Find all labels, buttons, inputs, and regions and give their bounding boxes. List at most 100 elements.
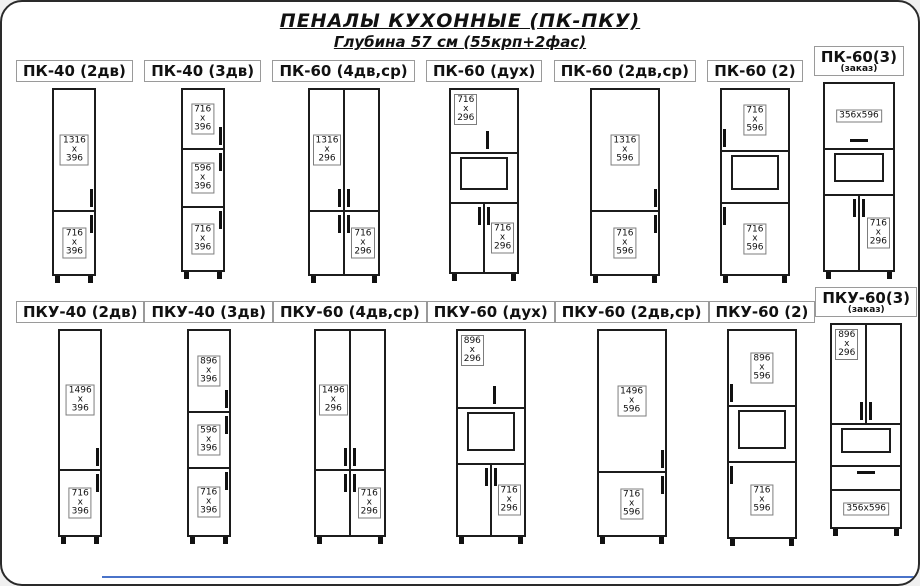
cabinet-foot bbox=[458, 537, 464, 544]
cabinet-foot bbox=[511, 274, 517, 281]
cabinet-label-text: ПК-60(3) bbox=[820, 48, 897, 66]
oven-niche bbox=[832, 425, 901, 467]
cabinet-foot bbox=[310, 276, 316, 283]
door-handle bbox=[493, 468, 497, 486]
dimension-label: 356x596 bbox=[836, 109, 882, 123]
door-handle bbox=[90, 215, 94, 233]
cabinet-label: ПК-60(3)(заказ) bbox=[813, 46, 904, 76]
cabinet-foot bbox=[833, 529, 839, 536]
niche-inner-wall bbox=[730, 155, 779, 190]
cabinet-label-text: ПКУ-60 (2дв,ср) bbox=[561, 303, 702, 321]
door-handle bbox=[852, 199, 856, 217]
cabinet-label: ПКУ-60 (2дв,ср) bbox=[554, 301, 709, 323]
cabinet-sublabel: (заказ) bbox=[847, 305, 885, 315]
door-handle bbox=[352, 474, 356, 492]
cabinet-foot bbox=[651, 276, 657, 283]
cabinet-label: ПК-60 (дух) bbox=[425, 60, 543, 82]
door-handle bbox=[96, 474, 100, 492]
oven-niche bbox=[824, 150, 893, 196]
cabinet-foot bbox=[371, 276, 377, 283]
niche-inner-wall bbox=[737, 410, 786, 449]
cabinet-foot bbox=[189, 537, 195, 544]
cabinet-foot bbox=[222, 537, 228, 544]
cabinet-foot bbox=[825, 272, 831, 279]
cabinet-foot bbox=[216, 272, 222, 279]
door-handle bbox=[218, 153, 222, 171]
door-handle bbox=[653, 215, 657, 233]
door-handle bbox=[96, 448, 100, 466]
cabinet-foot bbox=[729, 539, 735, 546]
cabinet-label-text: ПК-60 (дух) bbox=[432, 62, 536, 80]
cabinet-feet bbox=[592, 276, 657, 283]
cabinet-label: ПКУ-60 (2) bbox=[708, 301, 816, 323]
drawer-handle bbox=[849, 139, 868, 142]
niche-inner-wall bbox=[466, 412, 515, 451]
door-handle bbox=[346, 215, 350, 233]
cabinet-label-text: ПКУ-40 (2дв) bbox=[23, 303, 138, 321]
cabinet-foot bbox=[599, 537, 605, 544]
cabinet-foot bbox=[55, 276, 61, 283]
cabinet-label-text: ПКУ-60 (4дв,ср) bbox=[279, 303, 420, 321]
door-handle bbox=[218, 127, 222, 145]
cabinet-sublabel: (заказ) bbox=[840, 64, 878, 74]
cabinet-feet bbox=[729, 539, 794, 546]
door-handle bbox=[346, 189, 350, 207]
cabinet-feet bbox=[61, 537, 100, 544]
cabinet-label-text: ПК-40 (2дв) bbox=[23, 62, 126, 80]
door-handle bbox=[337, 215, 341, 233]
cabinet-feet bbox=[189, 537, 228, 544]
door-handle bbox=[660, 450, 664, 468]
cabinet-feet bbox=[599, 537, 664, 544]
door-handle bbox=[352, 448, 356, 466]
drawer-panel: 356x596 bbox=[832, 491, 901, 527]
cabinet-feet bbox=[55, 276, 94, 283]
cabinet-feet bbox=[833, 529, 900, 536]
cabinet-feet bbox=[458, 537, 523, 544]
door-handle bbox=[869, 402, 873, 420]
oven-niche bbox=[728, 407, 795, 463]
niche-inner-wall bbox=[460, 157, 509, 190]
cabinet-label-text: ПК-60 (2) bbox=[714, 62, 796, 80]
page-title: ПЕНАЛЫ КУХОННЫЕ (ПК-ПКУ) bbox=[279, 10, 641, 32]
door-handle bbox=[218, 211, 222, 229]
